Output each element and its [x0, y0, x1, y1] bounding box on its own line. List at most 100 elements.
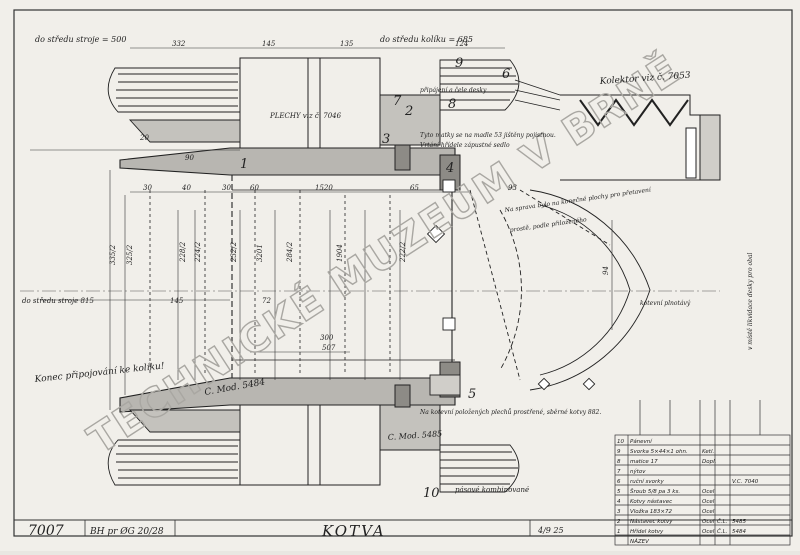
parts-cell: nýtov — [630, 468, 646, 475]
note-bottom: Na kotevní položených plechů prostřené, … — [419, 409, 601, 416]
parts-cell: matice 17 — [630, 459, 658, 465]
note-end-label: C. Mod. 5485 — [388, 429, 443, 442]
dim-vert-3: 228/2 — [179, 241, 187, 263]
author-code: BH pr ØG 20/28 — [89, 526, 164, 537]
parts-cell: Č.L. — [717, 528, 728, 535]
drawing-number: 7007 — [28, 523, 64, 539]
note-small-a: Na sprava bylo na konečné plochy pro pře… — [503, 186, 652, 214]
note-weld-1: připájení a čele desky — [420, 87, 487, 94]
parts-list-columns-top — [639, 400, 761, 435]
parts-cell: Nástavec kotvy — [630, 518, 673, 525]
callout-3: 3 — [382, 132, 390, 147]
callout-5: 5 — [468, 387, 476, 402]
drawing-date: 4/9 25 — [537, 526, 564, 535]
dim-mid-7: 72 — [262, 297, 271, 305]
parts-cell: 5484 — [732, 529, 746, 535]
parts-cell: 10 — [617, 439, 624, 445]
core-bottom — [239, 361, 461, 486]
dim-mid-5: 300 — [320, 334, 334, 342]
dim-row-5: 1520 — [315, 184, 333, 192]
parts-list-table — [614, 434, 791, 546]
dim-vert-7: 284/2 — [286, 241, 294, 263]
dim-top-2: 145 — [262, 40, 276, 48]
callout-10: 10 — [423, 486, 440, 501]
callout-4: 4 — [445, 161, 454, 176]
parts-cell: 8 — [617, 459, 621, 465]
parts-cell: V.C. 7040 — [732, 479, 759, 485]
callout-8: 8 — [448, 97, 456, 112]
parts-cell: 3 — [617, 509, 621, 515]
parts-cell: Hřídel kotvy — [630, 528, 664, 535]
dim-mid-2: 20 — [139, 134, 149, 142]
callout-2: 2 — [404, 104, 413, 119]
parts-cell: Pánevní — [630, 438, 653, 445]
parts-cell: 5 — [617, 489, 621, 495]
dim-vert-1: 335/2 — [109, 244, 117, 265]
parts-cell: Ocel — [702, 519, 715, 525]
dim-row-2: 40 — [181, 184, 191, 192]
winding-head-left-bottom — [107, 409, 241, 486]
dim-top-4: 124 — [455, 40, 468, 48]
parts-cell: 7 — [617, 469, 621, 475]
winding-head-right-bottom — [439, 444, 520, 493]
dim-top-3: 135 — [340, 40, 354, 48]
dim-row-4: 60 — [250, 184, 259, 192]
parts-cell: Ocel — [702, 499, 715, 505]
callout-9: 9 — [455, 56, 463, 71]
dim-vert-4: 224/2 — [194, 241, 202, 263]
parts-cell: 1 — [617, 529, 621, 535]
parts-cell: Svorka 5×44×1 ohn. — [630, 449, 688, 455]
commutator — [514, 79, 721, 181]
parts-cell: NÁZEV — [630, 538, 650, 545]
parts-cell: Šroub 5/8 pa 3 ks. — [630, 488, 680, 495]
parts-cell: Ocel — [702, 529, 715, 535]
callout-1: 1 — [240, 157, 248, 172]
dim-row-6: 65 — [410, 184, 419, 192]
dim-mid-6: 507 — [322, 344, 336, 352]
dim-mid-1: 90 — [185, 154, 194, 162]
parts-cell: Ocel — [702, 509, 715, 515]
title-block-lines — [84, 520, 531, 536]
dim-row-1: 30 — [143, 184, 152, 192]
parts-cell: Kotvy nástavec — [630, 498, 672, 505]
dim-top-1: 332 — [172, 40, 186, 48]
sheet-border — [13, 9, 793, 537]
note-right: v místě likvidace desky pro obal — [747, 252, 754, 350]
callout-6: 6 — [502, 67, 510, 82]
parts-cell: Dopl. — [702, 459, 717, 465]
parts-cell: 5485 — [732, 519, 746, 525]
dim-mid-4: 145 — [170, 297, 184, 305]
dimension-lines — [30, 47, 613, 410]
note-small-b: prostě, podle přiloženého — [509, 216, 587, 234]
parts-cell: 6 — [617, 479, 621, 485]
dim-vert-8: 1904 — [336, 244, 344, 262]
parts-cell: Ketl. — [702, 449, 714, 455]
dim-row-3: 30 — [222, 184, 231, 192]
dim-vert-9: 222/2 — [399, 241, 407, 263]
parts-cell: ruční svorky — [630, 478, 664, 485]
parts-cell: 2 — [617, 519, 621, 525]
winding-head-right-top — [439, 59, 520, 111]
fasteners — [426, 179, 596, 396]
winding-head-left-top — [107, 67, 241, 143]
dim-row-7: 93 — [508, 184, 517, 192]
note-weld-2: Tyto matky se na madle 53 jištěny pojist… — [420, 132, 556, 139]
parts-cell: Vložka 183×72 — [630, 508, 672, 515]
dim-vert-6: 3201 — [256, 244, 264, 262]
parts-cell: 4 — [617, 499, 621, 505]
note-top-left: do středu stroje = 500 — [35, 35, 126, 44]
note-plate-ref: PLECHY viz č. 7046 — [269, 112, 342, 120]
note-weld-3: Vrtání hřídele zápustné sedlo — [420, 142, 510, 149]
note-bottom-label: pásové kombinované — [455, 486, 529, 494]
dim-vert-2: 325/2 — [126, 244, 134, 265]
callout-7: 7 — [393, 94, 402, 109]
bore-details — [149, 189, 455, 375]
dim-vert-5: 232/2 — [230, 241, 238, 263]
end-view — [469, 189, 651, 391]
note-left-side: do středu stroje 815 — [22, 297, 94, 305]
parts-cell: Ocel — [702, 489, 715, 495]
note-top-center: do středu kolíku = 685 — [380, 35, 473, 44]
